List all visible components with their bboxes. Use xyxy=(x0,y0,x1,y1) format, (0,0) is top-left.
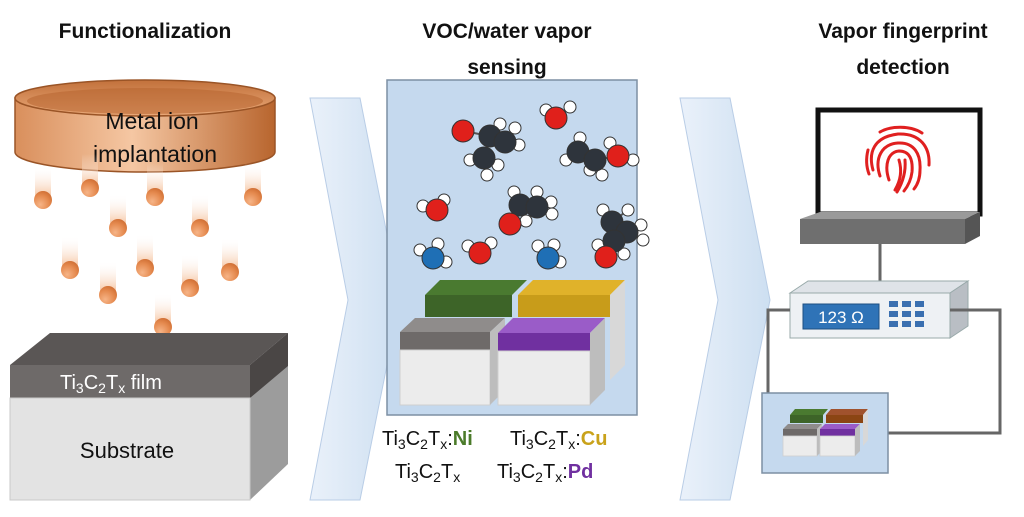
metal-ion xyxy=(146,163,164,206)
metal-ion xyxy=(136,234,154,277)
metal-ion xyxy=(191,194,209,237)
sensor-array-mini xyxy=(782,409,868,457)
material-label-plain: Ti3C2Tx xyxy=(395,461,460,485)
implanter-label-line2: implantation xyxy=(93,141,217,167)
metal-ion xyxy=(81,154,99,197)
heading-functionalization: Functionalization xyxy=(59,20,232,43)
vapor-molecule xyxy=(539,100,577,130)
metal-ion xyxy=(61,236,79,279)
metal-ion xyxy=(99,261,117,304)
material-label-cu: Ti3C2Tx:Cu xyxy=(510,428,607,452)
metal-ion xyxy=(154,293,172,336)
cable-left xyxy=(766,308,790,395)
metal-ions xyxy=(34,154,262,336)
substrate-label: Substrate xyxy=(80,438,174,463)
vapor-molecule xyxy=(451,117,526,182)
process-arrow-1 xyxy=(309,97,401,501)
fingerprint-icon xyxy=(865,125,931,194)
heading-fingerprint-line1: Vapor fingerprint xyxy=(818,20,987,43)
vapor-molecule xyxy=(413,237,453,270)
sensor-array xyxy=(399,280,625,406)
vapor-molecule xyxy=(416,193,451,222)
molecule-icon xyxy=(413,100,650,270)
vapor-molecule xyxy=(498,185,559,236)
metal-ion xyxy=(244,163,262,206)
heading-sensing-line1: VOC/water vapor xyxy=(422,20,591,43)
metal-ion xyxy=(109,194,127,237)
implanter-label-line1: Metal ion xyxy=(105,108,198,134)
heading-fingerprint-line2: detection xyxy=(856,56,949,79)
meter-display: 123 Ω xyxy=(818,308,864,327)
vapor-molecule xyxy=(559,131,640,182)
film-label: Ti3C2Tx film xyxy=(60,372,162,396)
process-arrow-2 xyxy=(679,97,771,501)
metal-ion xyxy=(221,238,239,281)
vapor-molecule xyxy=(591,203,650,269)
heading-sensing-line2: sensing xyxy=(467,56,546,79)
material-label-ni: Ti3C2Tx:Ni xyxy=(382,428,473,452)
material-label-pd: Ti3C2Tx:Pd xyxy=(497,461,593,485)
substrate-block xyxy=(9,333,288,501)
cable-right xyxy=(888,308,1002,435)
metal-ion xyxy=(181,254,199,297)
vapor-molecule xyxy=(531,238,567,270)
ion-beam-icon xyxy=(14,79,276,173)
ohmmeter-icon xyxy=(788,280,970,339)
vapor-molecule xyxy=(461,236,498,265)
laptop-icon xyxy=(800,107,983,244)
metal-ion xyxy=(34,166,52,209)
